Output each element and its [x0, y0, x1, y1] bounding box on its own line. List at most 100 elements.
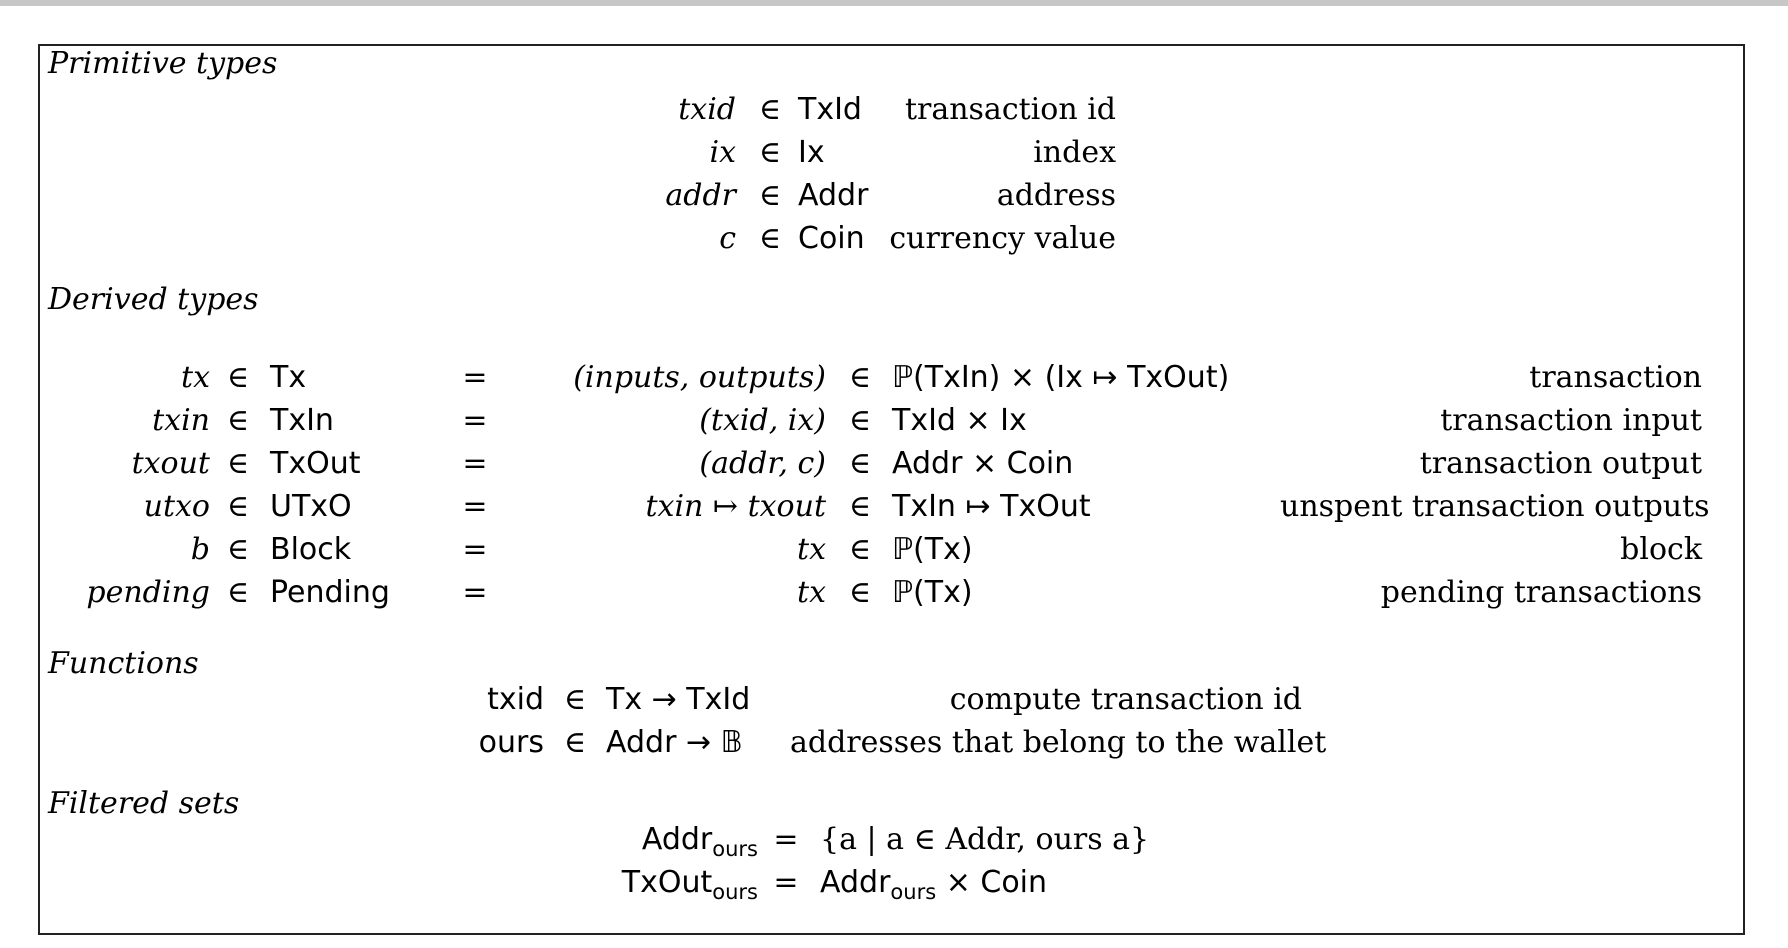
equals-symbol: = [773, 822, 799, 857]
element-of-symbol: ∈ [226, 489, 250, 524]
filtered-row: Addrours = {a | a ∈ Addr, ours a} [0, 818, 1788, 862]
section-heading-functions: Functions [48, 646, 199, 681]
primitive-desc: transaction id [904, 92, 1116, 127]
derived-desc: transaction [1529, 360, 1702, 395]
derived-type: Block [270, 532, 352, 567]
derived-type: Tx [270, 360, 307, 395]
derived-row: txin ∈ TxIn = (txid, ix) ∈ TxId × Ix tra… [0, 399, 1788, 443]
figure-frame [38, 44, 1745, 935]
derived-desc: unspent transaction outputs [1280, 489, 1710, 524]
element-of-symbol: ∈ [563, 682, 587, 717]
primitive-row: c ∈ Coin currency value [0, 217, 1788, 261]
element-of-symbol: ∈ [758, 92, 782, 127]
derived-desc: transaction input [1440, 403, 1702, 438]
function-name: txid [487, 682, 544, 717]
derived-desc: pending transactions [1380, 575, 1702, 610]
filtered-set-name: TxOutours [560, 861, 758, 914]
filtered-set-base: TxOut [621, 865, 713, 900]
filtered-rhs-tail: × Coin [936, 865, 1048, 900]
equals-symbol: = [462, 575, 488, 610]
function-signature: Addr → 𝔹 [606, 725, 743, 760]
filtered-rhs-subscript: ours [890, 880, 937, 904]
filtered-rhs-base: Addr [820, 865, 891, 900]
filtered-row: TxOutours = Addrours × Coin [0, 861, 1788, 905]
element-of-symbol: ∈ [226, 446, 250, 481]
function-row: ours ∈ Addr → 𝔹 addresses that belong to… [0, 721, 1788, 765]
derived-var: pending [86, 575, 210, 610]
element-of-symbol: ∈ [848, 446, 872, 481]
element-of-symbol: ∈ [226, 360, 250, 395]
primitive-var: ix [709, 135, 736, 170]
filtered-set-definition: Addrours × Coin [820, 861, 1240, 914]
derived-expression: tx [797, 575, 826, 610]
section-heading-derived-types: Derived types [48, 282, 259, 317]
derived-desc: transaction output [1419, 446, 1702, 481]
derived-row: tx ∈ Tx = (inputs, outputs) ∈ ℙ(TxIn) × … [0, 356, 1788, 400]
derived-var: b [190, 532, 210, 567]
primitive-row: addr ∈ Addr address [0, 174, 1788, 218]
element-of-symbol: ∈ [226, 403, 250, 438]
derived-expression: (addr, c) [699, 446, 826, 481]
primitive-desc: currency value [889, 221, 1116, 256]
derived-row: txout ∈ TxOut = (addr, c) ∈ Addr × Coin … [0, 442, 1788, 486]
primitive-desc: index [1033, 135, 1116, 170]
derived-definition: ℙ(TxIn) × (Ix ↦ TxOut) [892, 360, 1230, 395]
primitive-type: Coin [798, 221, 865, 256]
element-of-symbol: ∈ [758, 178, 782, 213]
derived-expression: txin ↦ txout [645, 489, 826, 524]
primitive-type: TxId [798, 92, 862, 127]
primitive-var: c [719, 221, 736, 256]
derived-type: TxIn [270, 403, 334, 438]
derived-row: utxo ∈ UTxO = txin ↦ txout ∈ TxIn ↦ TxOu… [0, 485, 1788, 529]
derived-var: utxo [143, 489, 210, 524]
derived-definition: ℙ(Tx) [892, 575, 973, 610]
filtered-set-subscript: ours [712, 837, 758, 861]
function-signature: Tx → TxId [606, 682, 751, 717]
primitive-var: txid [678, 92, 736, 127]
derived-expression: (txid, ix) [699, 403, 826, 438]
element-of-symbol: ∈ [848, 403, 872, 438]
section-heading-primitive-types: Primitive types [48, 46, 278, 81]
derived-definition: TxId × Ix [892, 403, 1027, 438]
derived-definition: ℙ(Tx) [892, 532, 973, 567]
section-heading-filtered-sets: Filtered sets [48, 786, 240, 821]
equals-symbol: = [462, 403, 488, 438]
derived-type: TxOut [270, 446, 361, 481]
element-of-symbol: ∈ [226, 575, 250, 610]
filtered-set-definition: {a | a ∈ Addr, ours a} [820, 822, 1150, 857]
filtered-set-name: Addrours [560, 818, 758, 871]
primitive-var: addr [665, 178, 736, 213]
function-row: txid ∈ Tx → TxId compute transaction id [0, 678, 1788, 722]
element-of-symbol: ∈ [758, 221, 782, 256]
primitive-type: Ix [798, 135, 825, 170]
derived-definition: Addr × Coin [892, 446, 1074, 481]
function-desc: compute transaction id [949, 682, 1302, 717]
derived-var: tx [181, 360, 210, 395]
derived-type: Pending [270, 575, 390, 610]
element-of-symbol: ∈ [563, 725, 587, 760]
derived-row: pending ∈ Pending = tx ∈ ℙ(Tx) pending t… [0, 571, 1788, 615]
element-of-symbol: ∈ [848, 532, 872, 567]
top-border [0, 0, 1788, 6]
derived-expression: tx [797, 532, 826, 567]
derived-desc: block [1620, 532, 1702, 567]
derived-var: txout [131, 446, 210, 481]
function-desc: addresses that belong to the wallet [790, 725, 1327, 760]
equals-symbol: = [462, 446, 488, 481]
primitive-row: ix ∈ Ix index [0, 131, 1788, 175]
derived-var: txin [152, 403, 210, 438]
equals-symbol: = [462, 360, 488, 395]
filtered-set-subscript: ours [712, 880, 758, 904]
primitive-desc: address [996, 178, 1116, 213]
element-of-symbol: ∈ [848, 360, 872, 395]
function-name: ours [478, 725, 544, 760]
derived-type: UTxO [270, 489, 352, 524]
filtered-set-base: Addr [641, 822, 713, 857]
derived-definition: TxIn ↦ TxOut [892, 489, 1091, 524]
primitive-row: txid ∈ TxId transaction id [0, 88, 1788, 132]
derived-row: b ∈ Block = tx ∈ ℙ(Tx) block [0, 528, 1788, 572]
primitive-type: Addr [798, 178, 869, 213]
element-of-symbol: ∈ [848, 575, 872, 610]
bottom-edge [0, 940, 1788, 948]
element-of-symbol: ∈ [758, 135, 782, 170]
